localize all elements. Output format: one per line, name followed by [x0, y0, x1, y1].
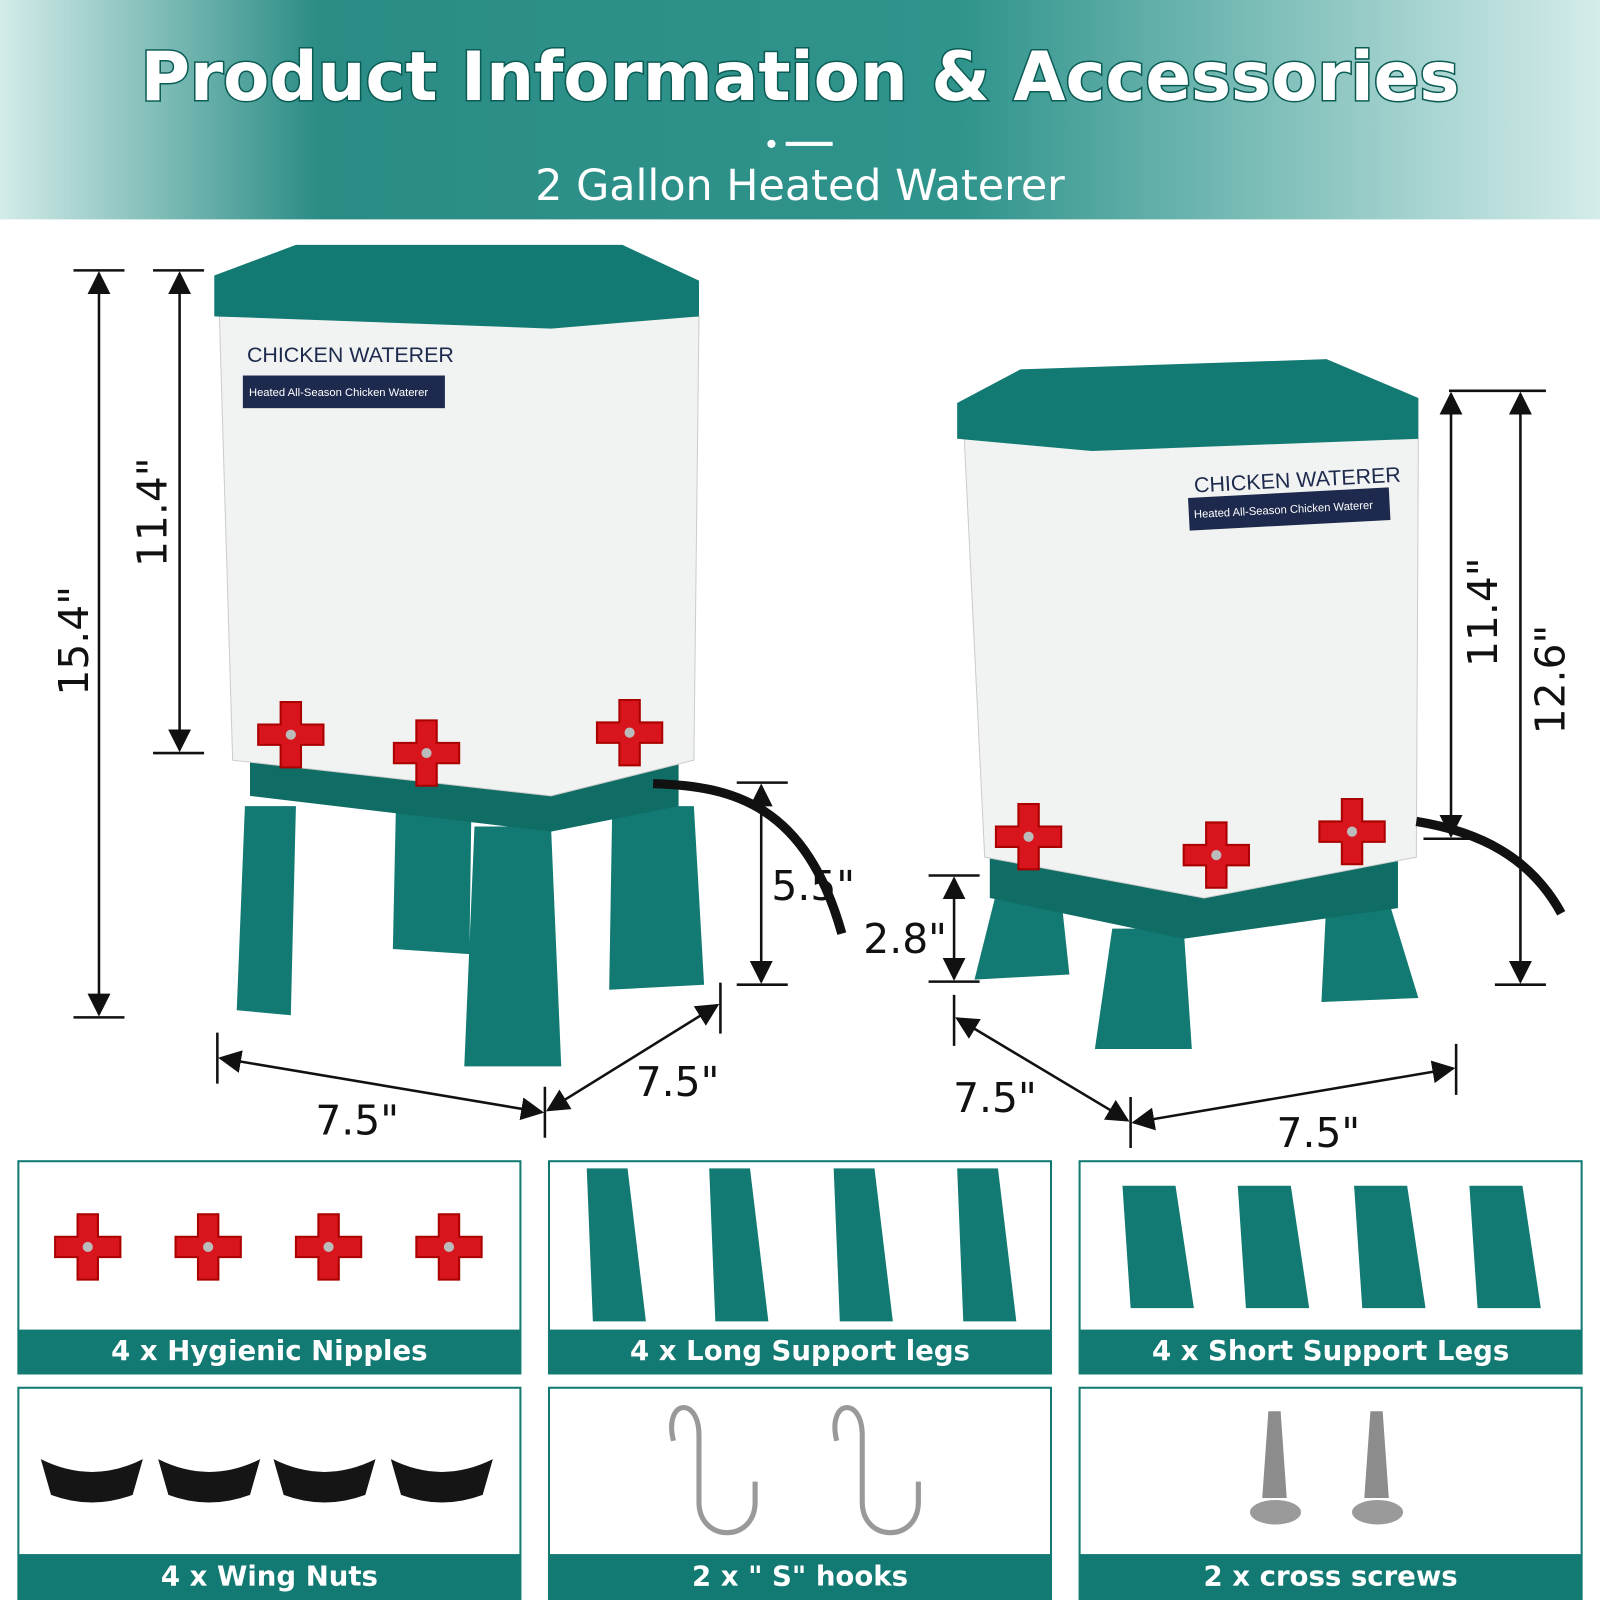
- dim-right-leg-height: 2.8": [863, 915, 947, 963]
- page-title: Product Information & Accessories: [141, 37, 1460, 116]
- accessory-label: 4 x Long Support legs: [630, 1335, 970, 1367]
- dim-left-body-height: 11.4": [128, 457, 176, 567]
- brand-label-left: CHICKEN WATERER: [247, 343, 454, 367]
- accessory-label: 4 x Wing Nuts: [161, 1561, 378, 1593]
- waterer-left-illustration: CHICKEN WATERER Heated All-Season Chicke…: [214, 244, 847, 1067]
- accessory-short-legs: 4 x Short Support Legs: [1078, 1160, 1583, 1375]
- dim-left-width: 7.5": [315, 1097, 399, 1145]
- accessory-wing-nuts: 4 x Wing Nuts: [17, 1386, 522, 1600]
- accessory-long-legs: 4 x Long Support legs: [547, 1160, 1053, 1375]
- dim-right-depth: 7.5": [953, 1074, 1037, 1122]
- accessory-label: 2 x cross screws: [1204, 1561, 1458, 1593]
- accessory-label: 2 x " S" hooks: [692, 1561, 908, 1593]
- dim-right-total-height: 12.6": [1526, 625, 1574, 735]
- waterer-right-illustration: CHICKEN WATERER Heated All-Season Chicke…: [957, 359, 1566, 1049]
- dim-left-total-height: 15.4": [50, 586, 98, 696]
- dimension-lines: [73, 269, 1546, 1148]
- dim-right-width: 7.5": [1277, 1109, 1361, 1157]
- dim-right-body-height: 11.4": [1459, 557, 1507, 667]
- dim-left-depth: 7.5": [636, 1058, 720, 1106]
- accessory-cross-screws: 2 x cross screws: [1078, 1386, 1583, 1600]
- header-banner: Product Information & Accessories 2 Gall…: [0, 0, 1600, 220]
- accessory-label: 4 x Short Support Legs: [1152, 1335, 1509, 1367]
- tagline-left: Heated All-Season Chicken Waterer: [249, 387, 428, 399]
- accessory-hygienic-nipples: 4 x Hygienic Nipples: [17, 1160, 522, 1375]
- page-subtitle: 2 Gallon Heated Waterer: [535, 161, 1065, 211]
- dim-left-leg-height: 5.5": [771, 862, 855, 910]
- accessory-s-hooks: 2 x " S" hooks: [547, 1386, 1053, 1600]
- accessory-label: 4 x Hygienic Nipples: [111, 1335, 427, 1367]
